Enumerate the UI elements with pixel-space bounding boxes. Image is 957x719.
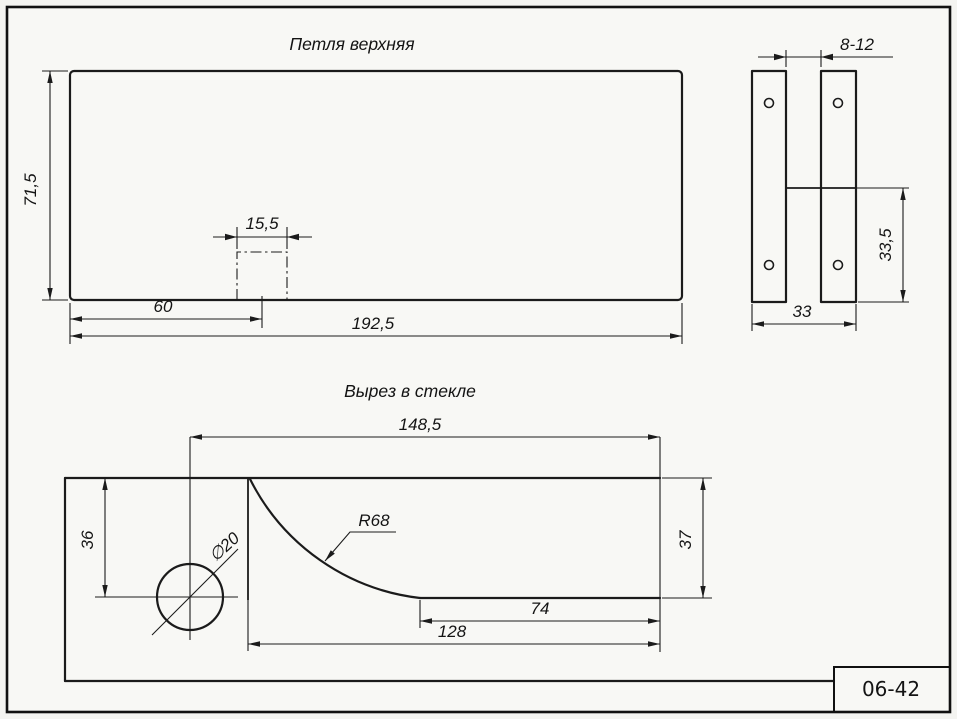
dim-label-15-5: 15,5 xyxy=(245,214,279,233)
title-block: 06-42 xyxy=(833,666,951,713)
dimension-length: 192,5 xyxy=(70,303,683,344)
dim-label-33-5: 33,5 xyxy=(876,228,895,262)
dim-label-74: 74 xyxy=(531,599,550,618)
hinge-front-view: Петля верхняя 71,5 15,5 60 xyxy=(21,34,684,344)
dimension-hole-offset: 36 xyxy=(78,478,108,597)
dimension-length-to-hole: 148,5 xyxy=(190,415,660,440)
cutout-radius-curve xyxy=(248,477,422,600)
dim-label-8-12: 8-12 xyxy=(840,35,875,54)
radius-callout: R68 xyxy=(324,511,396,562)
dim-label-192-5: 192,5 xyxy=(352,314,395,333)
dimension-leaf-height: 33,5 xyxy=(858,188,909,303)
title-block-box xyxy=(833,666,951,713)
dimension-flat-length: 74 xyxy=(419,599,660,628)
screw-hole xyxy=(763,97,775,109)
dim-label-r68: R68 xyxy=(358,511,390,530)
dimension-depth: 37 xyxy=(662,477,712,599)
left-leaf-outline xyxy=(750,69,788,304)
dimension-notch-width: 15,5 xyxy=(213,214,312,249)
view-title-glass-cutout: Вырез в стекле xyxy=(344,381,476,401)
screw-hole xyxy=(763,259,775,271)
dim-label-36: 36 xyxy=(78,530,97,549)
dim-label-37: 37 xyxy=(676,530,695,549)
notch-centerlines xyxy=(236,251,288,300)
hinge-plate-outline xyxy=(68,69,684,302)
dimension-thickness: 8-12 xyxy=(758,35,893,67)
screw-hole xyxy=(832,259,844,271)
glass-cutout-view: Вырез в стекле ∅20 R68 148,5 36 xyxy=(63,381,836,683)
dim-label-71-5: 71,5 xyxy=(21,173,40,207)
dim-label-60: 60 xyxy=(154,297,173,316)
dimension-side-width: 33 xyxy=(751,302,857,331)
view-title-hinge-front: Петля верхняя xyxy=(289,34,414,54)
drawing-number: 06-42 xyxy=(862,677,920,701)
dim-label-148-5: 148,5 xyxy=(399,415,442,434)
dim-label-128: 128 xyxy=(438,622,467,641)
dim-label-33: 33 xyxy=(793,302,812,321)
dimension-cut-length: 128 xyxy=(248,622,660,647)
sheet-border xyxy=(5,5,952,714)
hinge-side-view: 8-12 33,5 33 xyxy=(750,35,909,331)
dimension-height: 71,5 xyxy=(21,70,68,301)
diameter-leader xyxy=(151,548,239,636)
screw-hole xyxy=(832,97,844,109)
right-leaf-outline xyxy=(819,69,858,304)
